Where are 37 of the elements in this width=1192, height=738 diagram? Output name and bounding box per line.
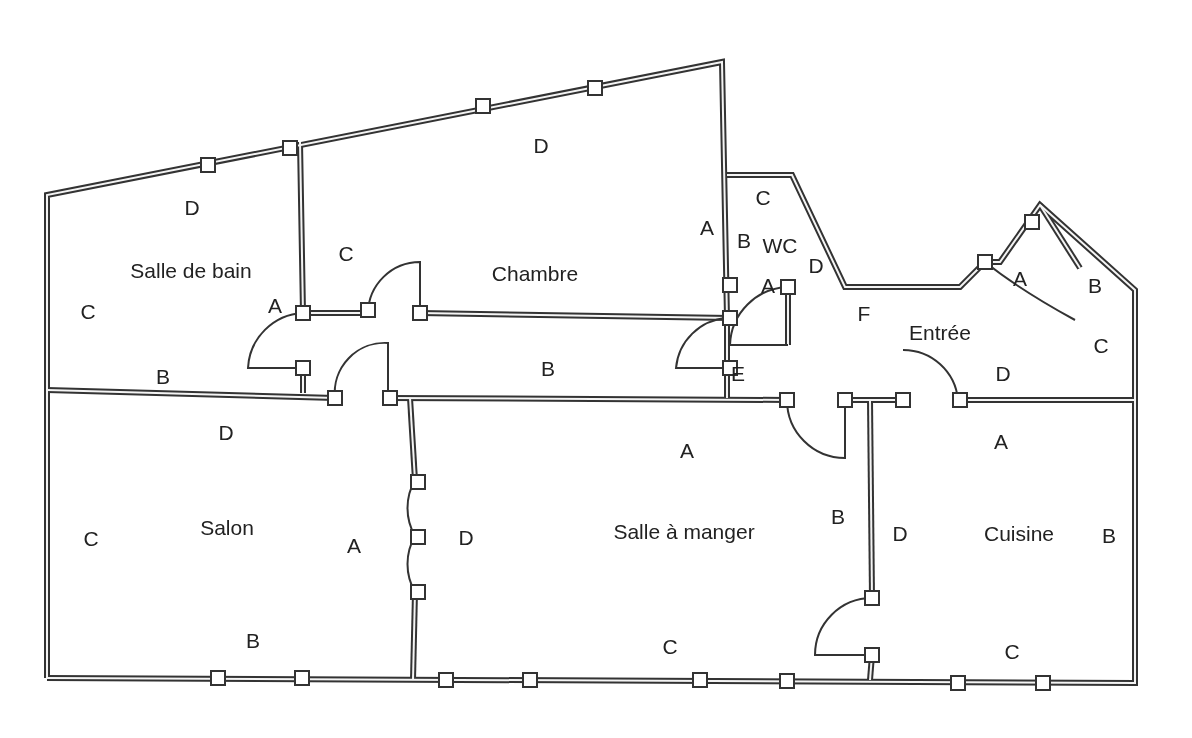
wall-letter: B [541,357,555,379]
room-name: Entrée [909,321,971,343]
wall-letter: A [347,534,361,556]
wall-letter: B [1102,524,1116,546]
room-name: Chambre [491,262,579,284]
room-name: WC [762,234,798,256]
room-name: Cuisine [984,522,1054,544]
wall-letter: C [83,527,99,549]
wall-letter: B [831,505,845,527]
wall-letter: A [268,294,282,316]
wall-letter: A [761,274,775,296]
wall-letter: C [662,635,678,657]
wall-letter: D [533,134,549,156]
room-name: Salle à manger [613,520,755,542]
wall-letter: A [700,216,714,238]
wall-letter: D [892,522,908,544]
wall-letter: A [994,430,1008,452]
wall-letter: D [995,362,1011,384]
room-name: Salle de bain [130,259,252,281]
wall-letter: D [218,421,234,443]
wall-letter: A [1013,267,1027,289]
wall-letter: A [680,439,694,461]
wall-letter: B [1088,274,1102,296]
wall-letter: D [808,254,824,276]
wall-letter: F [857,302,871,324]
wall-letter: C [1004,640,1020,662]
wall-letter: C [80,300,96,322]
wall-letter: B [737,229,751,251]
wall-letter: B [156,365,170,387]
wall-letter: B [246,629,260,651]
wall-letter: C [1093,334,1109,356]
wall-letter: C [338,242,354,264]
room-name: Salon [200,516,254,538]
wall-letter: C [755,186,771,208]
wall-letter: E [731,362,745,384]
wall-letter: D [458,526,474,548]
wall-letter: D [184,196,200,218]
